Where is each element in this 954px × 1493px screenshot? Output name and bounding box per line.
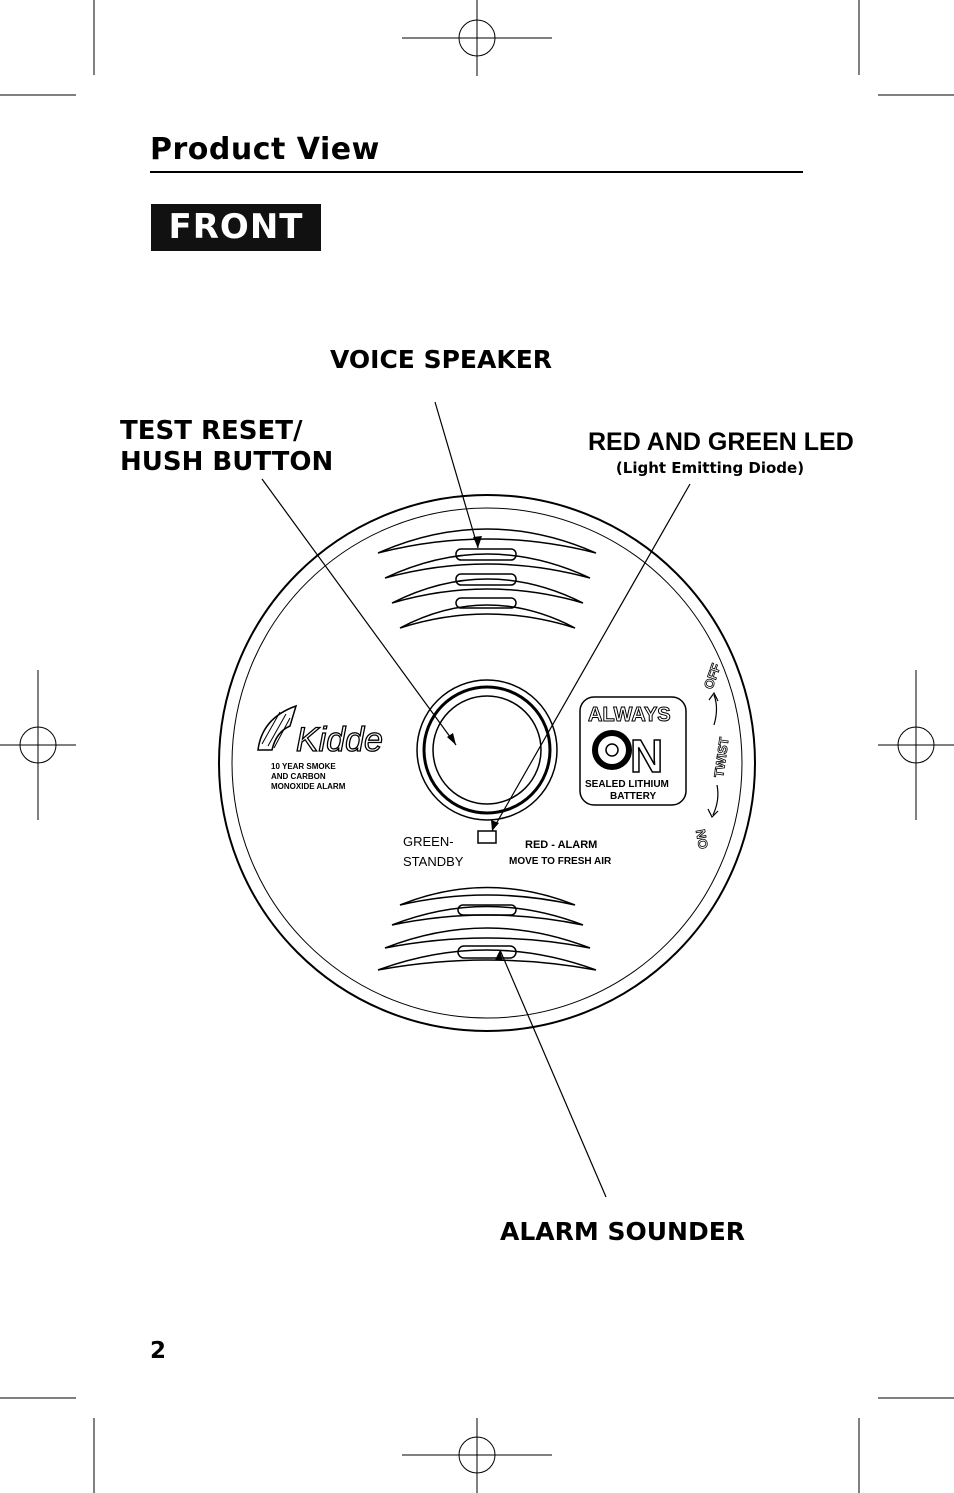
- alarm-sounder-label: ALARM SOUNDER: [500, 1217, 746, 1246]
- always-text: ALWAYS: [588, 704, 671, 726]
- registration-mark-top: [402, 0, 552, 76]
- page-title: Product View: [150, 132, 380, 167]
- alarm-inner-ring: [231, 507, 743, 1019]
- twist-text: TWIST: [711, 736, 731, 778]
- page-number: 2: [150, 1338, 167, 1364]
- registration-mark-left: [0, 670, 76, 820]
- led-indicator: [477, 830, 497, 844]
- front-badge: FRONT: [151, 204, 321, 251]
- red-alarm-line1: RED - ALARM: [525, 839, 597, 851]
- green-standby-line2: STANDBY: [403, 854, 464, 869]
- alarm-sounder-grille: [377, 886, 597, 971]
- red-alarm-line2: MOVE TO FRESH AIR: [509, 856, 612, 867]
- battery-text: BATTERY: [610, 791, 656, 802]
- voice-speaker-label: VOICE SPEAKER: [330, 345, 553, 374]
- test-reset-line2: HUSH BUTTON: [120, 447, 334, 477]
- alarm-outer-ring: [218, 494, 756, 1032]
- on-big-text: N: [630, 730, 663, 782]
- led-sublabel: (Light Emitting Diode): [615, 459, 805, 477]
- green-standby-line1: GREEN-: [403, 834, 454, 849]
- model-line2: AND CARBON: [271, 772, 326, 781]
- test-hush-button: [416, 679, 558, 821]
- registration-mark-right: [878, 670, 954, 820]
- led-label: RED AND GREEN LED: [588, 428, 854, 456]
- sealed-lithium-text: SEALED LITHIUM: [585, 779, 669, 790]
- kidde-brand: Kidde: [296, 721, 383, 759]
- voice-speaker-grille: [377, 528, 597, 629]
- registration-mark-bottom: [402, 1418, 552, 1493]
- title-rule: [150, 171, 803, 173]
- twist-arrows: [707, 691, 719, 819]
- off-text: OFF: [701, 661, 724, 691]
- on-text: ON: [693, 828, 711, 850]
- kidde-logo: Kidde: [257, 704, 384, 760]
- test-reset-line1: TEST RESET/: [120, 416, 303, 446]
- callout-arrowheads: [447, 536, 503, 961]
- model-line1: 10 YEAR SMOKE: [271, 762, 336, 771]
- model-line3: MONOXIDE ALARM: [271, 782, 346, 791]
- always-on-badge: ALWAYS N SEALED LITHIUM BATTERY: [579, 696, 687, 806]
- callout-lines: [261, 401, 691, 1198]
- test-reset-label: TEST RESET/ HUSH BUTTON: [120, 416, 333, 478]
